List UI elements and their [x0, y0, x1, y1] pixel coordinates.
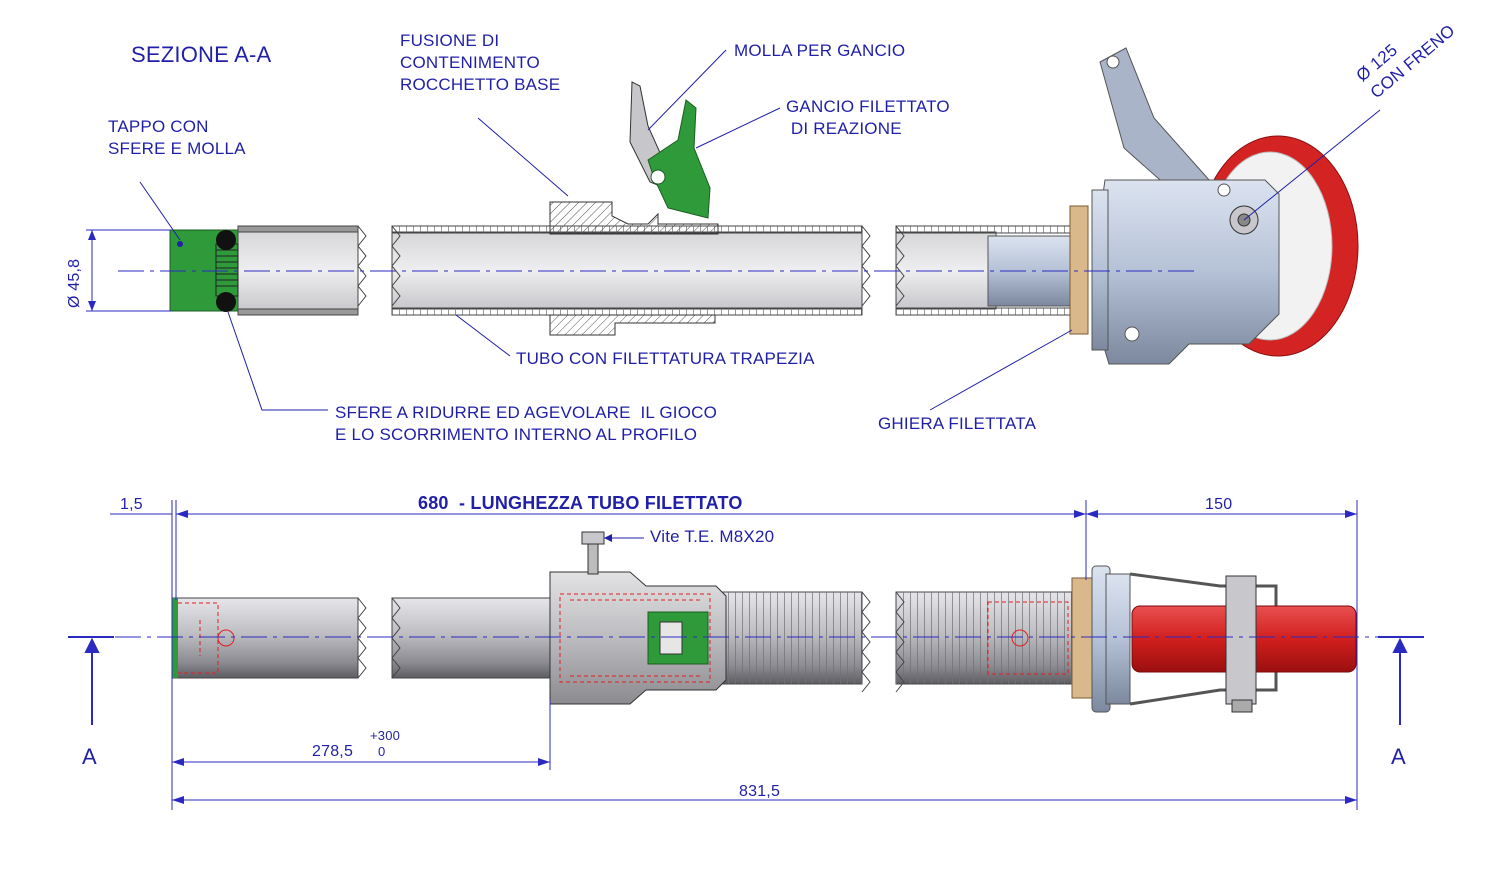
tube-middle — [391, 597, 553, 679]
label-ghiera: GHIERA FILETTATA — [878, 414, 1037, 433]
label-tappo: TAPPO CON SFERE E MOLLA — [108, 117, 246, 158]
casting-section — [549, 201, 719, 235]
axle — [1225, 575, 1257, 705]
label-sfere: SFERE A RIDURRE ED AGEVOLARE IL GIOCO E … — [335, 403, 718, 444]
label-fusione: FUSIONE DI CONTENIMENTO ROCCHETTO BASE — [400, 31, 561, 94]
elevation-view — [68, 500, 1424, 810]
section-mark-left: A — [82, 744, 97, 769]
dim-831-5: 831,5 — [739, 783, 781, 800]
ball-top — [216, 230, 236, 250]
section-title: SEZIONE A-A — [131, 42, 272, 67]
dim-278-5: 278,5 — [312, 743, 354, 760]
screw-head — [581, 531, 605, 545]
ghiera — [1071, 577, 1095, 699]
threaded-hook — [647, 99, 711, 219]
section-mark-right: A — [1391, 744, 1406, 769]
leader-sfere — [227, 311, 328, 411]
leader-wheel — [1243, 109, 1381, 221]
label-tubo: TUBO CON FILETTATURA TRAPEZIA — [516, 349, 815, 368]
label-gancio: GANCIO FILETTATO DI REAZIONE — [786, 97, 950, 138]
dim-680-main: 680 - LUNGHEZZA TUBO FILETTATO — [418, 493, 743, 513]
threaded-ring — [1069, 205, 1089, 335]
leader-molla — [647, 49, 727, 131]
ball-bottom — [216, 292, 236, 312]
dim-1-5: 1,5 — [120, 496, 143, 513]
label-vite: Vite T.E. M8X20 — [650, 527, 775, 546]
leader-fusione — [477, 117, 569, 197]
section-view — [86, 47, 1381, 411]
casting — [549, 571, 727, 705]
tube-left — [171, 597, 359, 679]
label-molla: MOLLA PER GANCIO — [734, 41, 906, 60]
leader-gancio — [695, 107, 781, 149]
label-tube-diameter: Ø 45,8 — [66, 258, 83, 308]
leader-ghiera — [929, 329, 1073, 411]
dim-tolerance-upper: +300 — [370, 728, 401, 743]
leader-tubo — [455, 314, 511, 357]
leader-tappo — [139, 181, 181, 241]
dim-150: 150 — [1205, 496, 1233, 513]
dim-tolerance-lower: 0 — [378, 744, 386, 759]
